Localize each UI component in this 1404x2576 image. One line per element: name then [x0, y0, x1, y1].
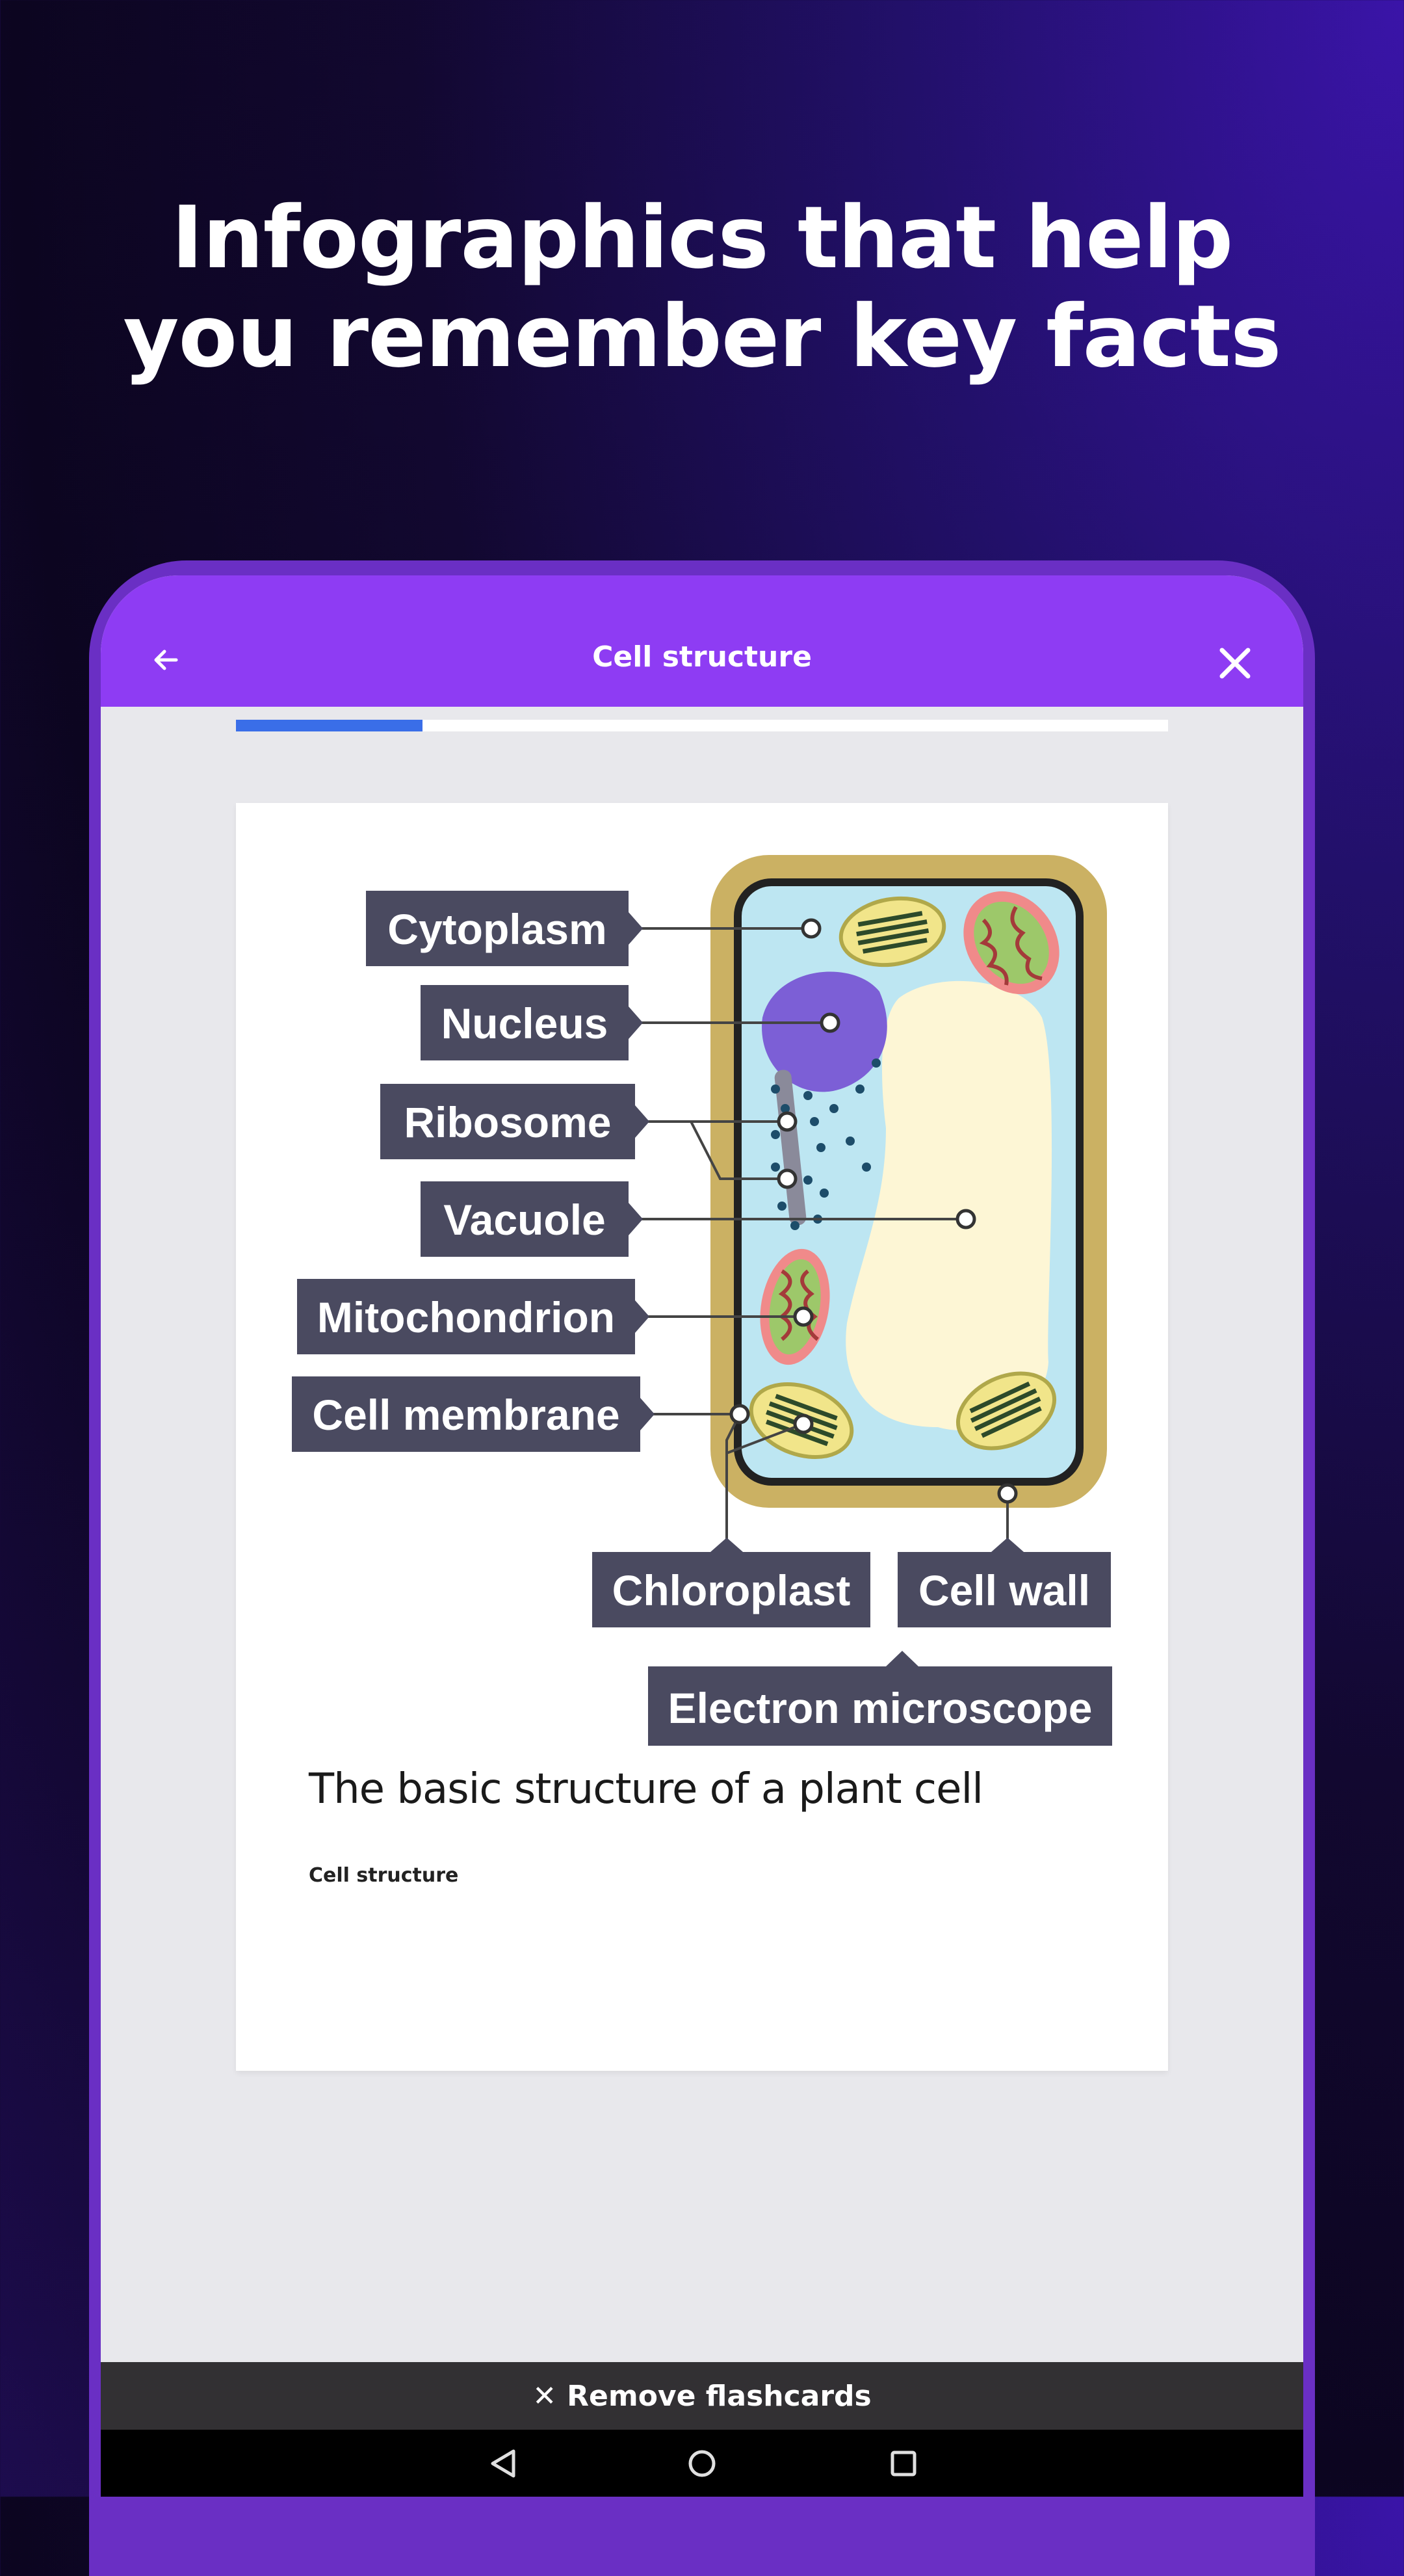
nav-home-icon[interactable]: [686, 2447, 718, 2480]
label-cell-membrane-text: Cell membrane: [312, 1391, 619, 1439]
progress-fill: [236, 720, 422, 731]
back-button[interactable]: [140, 634, 192, 686]
chloroplast-top: [838, 896, 946, 967]
screen-title: Cell structure: [592, 640, 812, 674]
nav-recents-icon[interactable]: [887, 2447, 920, 2480]
card-subtitle: Cell structure: [309, 1864, 459, 1887]
arrow-left-icon: [154, 650, 178, 670]
label-cytoplasm-text: Cytoplasm: [387, 905, 606, 953]
label-cell-membrane: Cell membrane: [292, 1376, 655, 1452]
label-vacuole: Vacuole: [421, 1181, 643, 1257]
nav-back-icon[interactable]: [488, 2447, 520, 2480]
label-mitochondrion-text: Mitochondrion: [317, 1293, 615, 1341]
label-vacuole-text: Vacuole: [443, 1196, 605, 1244]
remove-flashcards-label: Remove flashcards: [567, 2379, 872, 2413]
label-ribosome: Ribosome: [380, 1084, 649, 1159]
flashcard[interactable]: Cytoplasm Nucleus Ribosome Vacuole Mitoc: [236, 803, 1168, 2071]
card-caption: The basic structure of a plant cell: [309, 1765, 983, 1813]
vacuole-shape: [846, 980, 1052, 1431]
label-cytoplasm: Cytoplasm: [366, 891, 643, 966]
nucleus-shape: [762, 971, 887, 1092]
leader-lines: [629, 927, 1009, 1544]
plant-cell-diagram: Cytoplasm Nucleus Ribosome Vacuole Mitoc: [292, 855, 1112, 1746]
label-cell-wall: Cell wall: [898, 1538, 1111, 1627]
label-chloroplast-text: Chloroplast: [612, 1566, 851, 1614]
headline-line-1: Infographics that help: [171, 188, 1234, 288]
label-cell-wall-text: Cell wall: [918, 1566, 1090, 1614]
label-electron-microscope-text: Electron microscope: [668, 1684, 1093, 1732]
android-nav-bar: [101, 2430, 1303, 2497]
label-electron-microscope: Electron microscope: [648, 1651, 1112, 1746]
close-button[interactable]: [1206, 634, 1264, 692]
app-screen: Cell structure: [101, 575, 1303, 2497]
label-mitochondrion: Mitochondrion: [297, 1279, 649, 1354]
label-nucleus: Nucleus: [421, 985, 643, 1060]
close-icon: [1219, 648, 1251, 679]
headline-line-2: you remember key facts: [123, 287, 1281, 387]
leader-endpoints: [729, 918, 1018, 1504]
chloroplast-bottom-right: [956, 1371, 1057, 1451]
headline: Infographics that help you remember key …: [0, 189, 1404, 386]
close-small-icon: ✕: [532, 2379, 557, 2413]
label-ribosome-text: Ribosome: [404, 1098, 611, 1146]
remove-flashcards-button[interactable]: ✕ Remove flashcards: [101, 2362, 1303, 2430]
label-chloroplast: Chloroplast: [592, 1538, 870, 1627]
label-nucleus-text: Nucleus: [441, 999, 608, 1047]
app-bar: Cell structure: [101, 575, 1303, 707]
mitochondrion-left: [760, 1248, 830, 1365]
progress-bar: [236, 720, 1168, 731]
mitochondrion-top: [963, 891, 1060, 995]
